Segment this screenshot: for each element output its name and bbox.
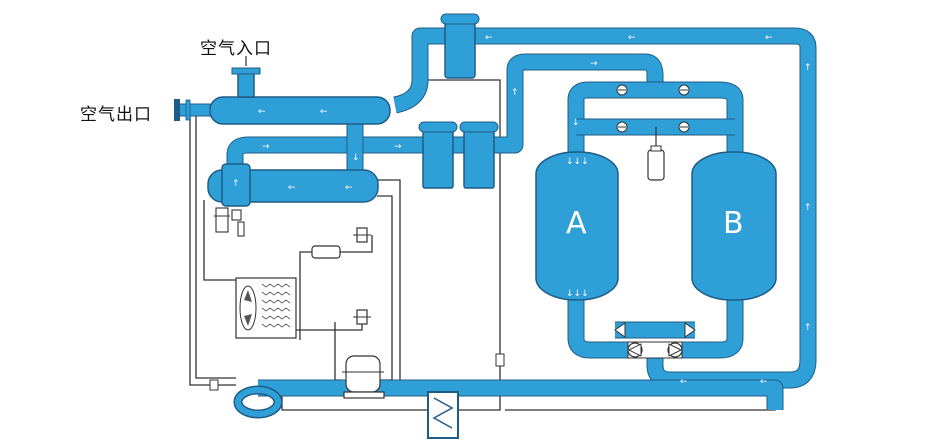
tank-a-label: A — [566, 206, 587, 241]
flow-arrows: ← ← ← ↑ ↑ ↑ ← ← → ↑ ↓ → → ↓ — [262, 33, 812, 387]
solenoid-valve — [353, 309, 371, 325]
top-manifold-valves — [616, 84, 690, 133]
condenser-line — [294, 280, 363, 331]
air-to-air-heat-exchanger: ← ← — [174, 56, 391, 125]
air-inlet-label: 空气入口 — [200, 39, 272, 59]
svg-text:↓↓↓: ↓↓↓ — [566, 157, 589, 167]
precooler-coil — [233, 385, 283, 419]
svg-text:↓↓↓: ↓↓↓ — [566, 289, 589, 299]
filter-2 — [459, 121, 499, 189]
drain-main-line — [281, 79, 501, 411]
evaporator-return-line — [377, 179, 401, 386]
svg-text:←: ← — [485, 33, 493, 43]
compressor-suction-line — [334, 322, 342, 381]
svg-text:↑: ↑ — [804, 63, 812, 73]
auto-drain-valve — [214, 207, 245, 237]
filter-drier — [311, 245, 341, 259]
small-drain-valve — [209, 379, 219, 391]
evaporator: ← ← ↑ — [207, 163, 379, 207]
svg-text:↓: ↓ — [352, 153, 360, 163]
svg-text:←: ← — [760, 377, 768, 387]
bottom-check-valves — [614, 322, 696, 359]
check-valve-right — [495, 353, 505, 367]
expansion-line — [299, 251, 312, 340]
svg-text:↓: ↓ — [572, 118, 580, 128]
filter-top — [440, 13, 480, 79]
condenser-fan-icon — [239, 285, 257, 331]
svg-text:→: → — [394, 142, 402, 152]
svg-text:→: → — [262, 142, 270, 152]
outlet-bypass-line-2 — [195, 110, 236, 379]
exhaust-silencer — [647, 127, 665, 181]
svg-text:←: ← — [258, 107, 266, 117]
svg-text:↑: ↑ — [511, 88, 519, 98]
expansion-valve — [353, 227, 371, 243]
regeneration-heater — [427, 391, 459, 439]
adsorption-tank-a: A ↓↓↓ ↓↓↓ — [535, 151, 619, 301]
refrigeration-compressor — [342, 355, 385, 399]
svg-text:←: ← — [628, 33, 636, 43]
svg-text:←: ← — [320, 107, 328, 117]
filter-drier-line — [340, 235, 373, 253]
svg-text:↑: ↑ — [232, 179, 240, 189]
air-outlet-label: 空气出口 — [80, 105, 152, 125]
outlet-bypass-line — [189, 110, 236, 386]
evaporator-return-line-2 — [377, 195, 393, 381]
svg-text:←: ← — [680, 377, 688, 387]
tank-b-label: B — [723, 206, 744, 241]
condenser — [235, 277, 297, 339]
adsorption-tank-b: B — [691, 151, 777, 301]
filter-1 — [418, 121, 458, 189]
svg-text:→: → — [590, 59, 598, 69]
svg-text:←: ← — [765, 33, 773, 43]
svg-text:←: ← — [345, 183, 353, 193]
drain-line — [203, 200, 240, 281]
svg-text:↑: ↑ — [804, 323, 812, 333]
svg-text:←: ← — [288, 183, 296, 193]
svg-text:↑: ↑ — [804, 203, 812, 213]
